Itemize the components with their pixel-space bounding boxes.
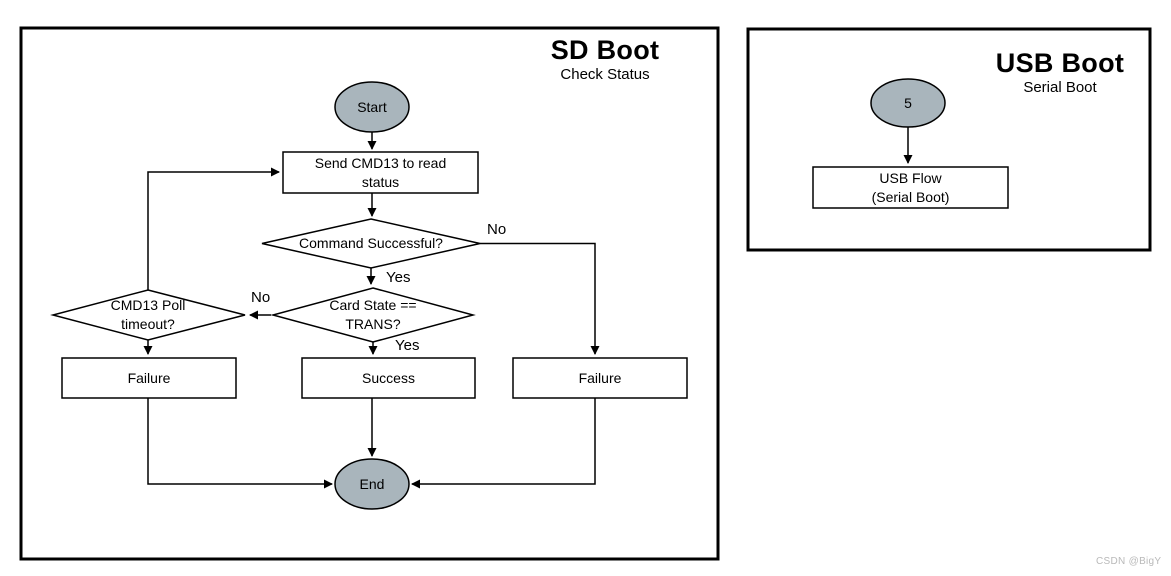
sd-panel-header: SD Boot Check Status <box>500 36 710 84</box>
cmd-no-label: No <box>487 221 507 238</box>
usb-panel-border <box>746 27 1152 252</box>
card-state-line2: TRANS? <box>345 316 401 332</box>
cmd13-poll-timeout-decision <box>50 289 246 341</box>
start-label: Start <box>357 98 387 115</box>
usb-panel-header: USB Boot Serial Boot <box>965 49 1155 97</box>
edge-failure-right-to-end <box>411 398 596 489</box>
usb-flow-line1: USB Flow <box>879 169 942 186</box>
card-no-label: No <box>251 289 271 306</box>
usb-panel-title: USB Boot <box>995 48 1125 78</box>
sd-panel-subtitle: Check Status <box>560 66 650 83</box>
failure-right-label: Failure <box>578 369 622 386</box>
card-state-label: Card State == TRANS? <box>293 296 453 334</box>
edge-failure-left-to-end <box>147 398 333 489</box>
card-state-decision <box>270 287 476 343</box>
success-node <box>301 357 476 399</box>
send-cmd13-line1: Send CMD13 to read <box>314 154 447 171</box>
usb-flow-line2: (Serial Boot) <box>871 188 950 205</box>
send-cmd13-line2: status <box>361 173 400 190</box>
edge-poll-loop-to-send <box>147 167 280 290</box>
failure-left-label: Failure <box>127 369 171 386</box>
cmd-yes-label: Yes <box>386 269 411 286</box>
end-label: End <box>359 475 385 492</box>
card-state-line1: Card State == <box>329 297 417 313</box>
end-node <box>334 458 410 510</box>
failure-right-node <box>512 357 688 399</box>
command-successful-label: Command Successful? <box>299 235 443 251</box>
start-node <box>334 81 410 133</box>
cmd13-poll-line1: CMD13 Poll <box>110 297 186 313</box>
cmd13-poll-timeout-label: CMD13 Poll timeout? <box>68 296 228 334</box>
sd-panel-title: SD Boot <box>550 35 660 65</box>
success-label: Success <box>362 369 415 386</box>
usb-flow-node <box>812 166 1009 209</box>
send-cmd13-node <box>282 151 479 194</box>
watermark-text: CSDN @BigY <box>1096 556 1162 567</box>
usb-step5-label: 5 <box>904 94 912 111</box>
send-cmd13-label: Send CMD13 to read status <box>283 152 478 193</box>
cmd13-poll-line2: timeout? <box>121 316 175 332</box>
edge-cmd-no-to-failure-right <box>480 242 600 355</box>
usb-panel-subtitle: Serial Boot <box>1023 79 1097 96</box>
usb-step5-node <box>870 78 946 128</box>
usb-flow-label: USB Flow (Serial Boot) <box>813 167 1008 208</box>
failure-left-node <box>61 357 237 399</box>
card-yes-label: Yes <box>395 337 420 354</box>
command-successful-decision <box>261 218 481 269</box>
